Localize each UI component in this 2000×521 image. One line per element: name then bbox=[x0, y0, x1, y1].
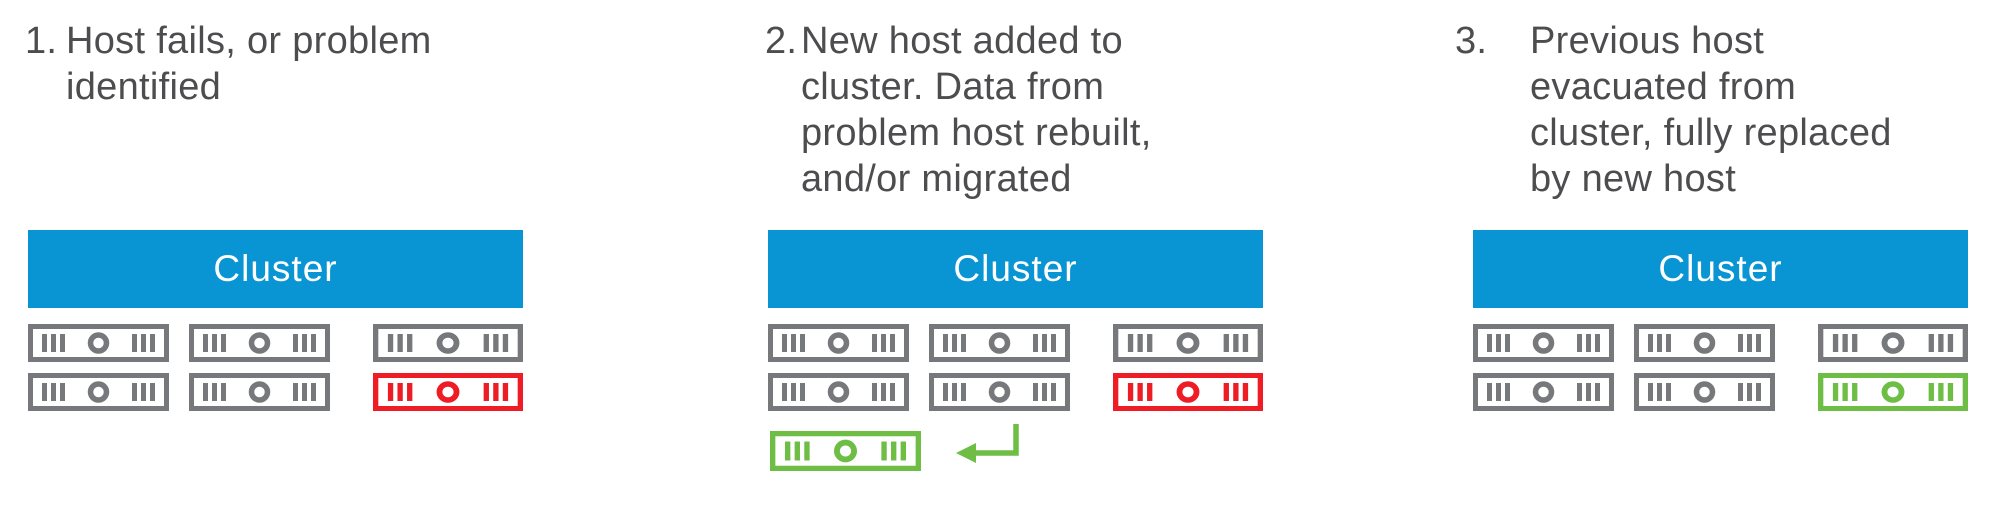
host-icon bbox=[1113, 324, 1263, 362]
cluster-label: Cluster bbox=[953, 248, 1078, 289]
failed-host-icon bbox=[373, 373, 523, 411]
host-row bbox=[28, 324, 523, 362]
host-icon bbox=[1473, 373, 1614, 411]
host-row bbox=[28, 373, 523, 411]
host-icon bbox=[28, 324, 169, 362]
host-icon bbox=[189, 373, 330, 411]
step-caption: Host fails, or problem identified bbox=[66, 20, 432, 108]
cluster-label: Cluster bbox=[1658, 248, 1783, 289]
step-caption: Previous host evacuated from cluster, fu… bbox=[1530, 20, 1892, 200]
host-icon bbox=[373, 324, 523, 362]
step-caption: New host added to cluster. Data from pro… bbox=[801, 20, 1152, 200]
step-number: 3. bbox=[1455, 20, 1488, 62]
new-host-icon bbox=[770, 431, 921, 471]
failed-host-icon bbox=[1113, 373, 1263, 411]
host-icon bbox=[768, 324, 909, 362]
host-icon bbox=[1634, 324, 1775, 362]
cluster-bar: Cluster bbox=[28, 230, 523, 308]
host-icon bbox=[1818, 324, 1968, 362]
host-grid bbox=[28, 324, 523, 411]
host-icon bbox=[929, 373, 1070, 411]
new-host-icon bbox=[1818, 373, 1968, 411]
host-grid bbox=[1473, 324, 1968, 411]
host-icon bbox=[1473, 324, 1614, 362]
host-row bbox=[768, 324, 1263, 362]
insert-arrow-icon bbox=[950, 420, 1025, 466]
host-icon bbox=[28, 373, 169, 411]
host-icon bbox=[1634, 373, 1775, 411]
host-icon bbox=[189, 324, 330, 362]
cluster-label: Cluster bbox=[213, 248, 338, 289]
host-icon bbox=[929, 324, 1070, 362]
host-row bbox=[768, 373, 1263, 411]
cluster-bar: Cluster bbox=[768, 230, 1263, 308]
host-grid bbox=[768, 324, 1263, 411]
step-number: 1. bbox=[25, 20, 58, 62]
step-number: 2. bbox=[765, 20, 798, 62]
host-icon bbox=[768, 373, 909, 411]
host-row bbox=[1473, 373, 1968, 411]
cluster-bar: Cluster bbox=[1473, 230, 1968, 308]
host-row bbox=[1473, 324, 1968, 362]
